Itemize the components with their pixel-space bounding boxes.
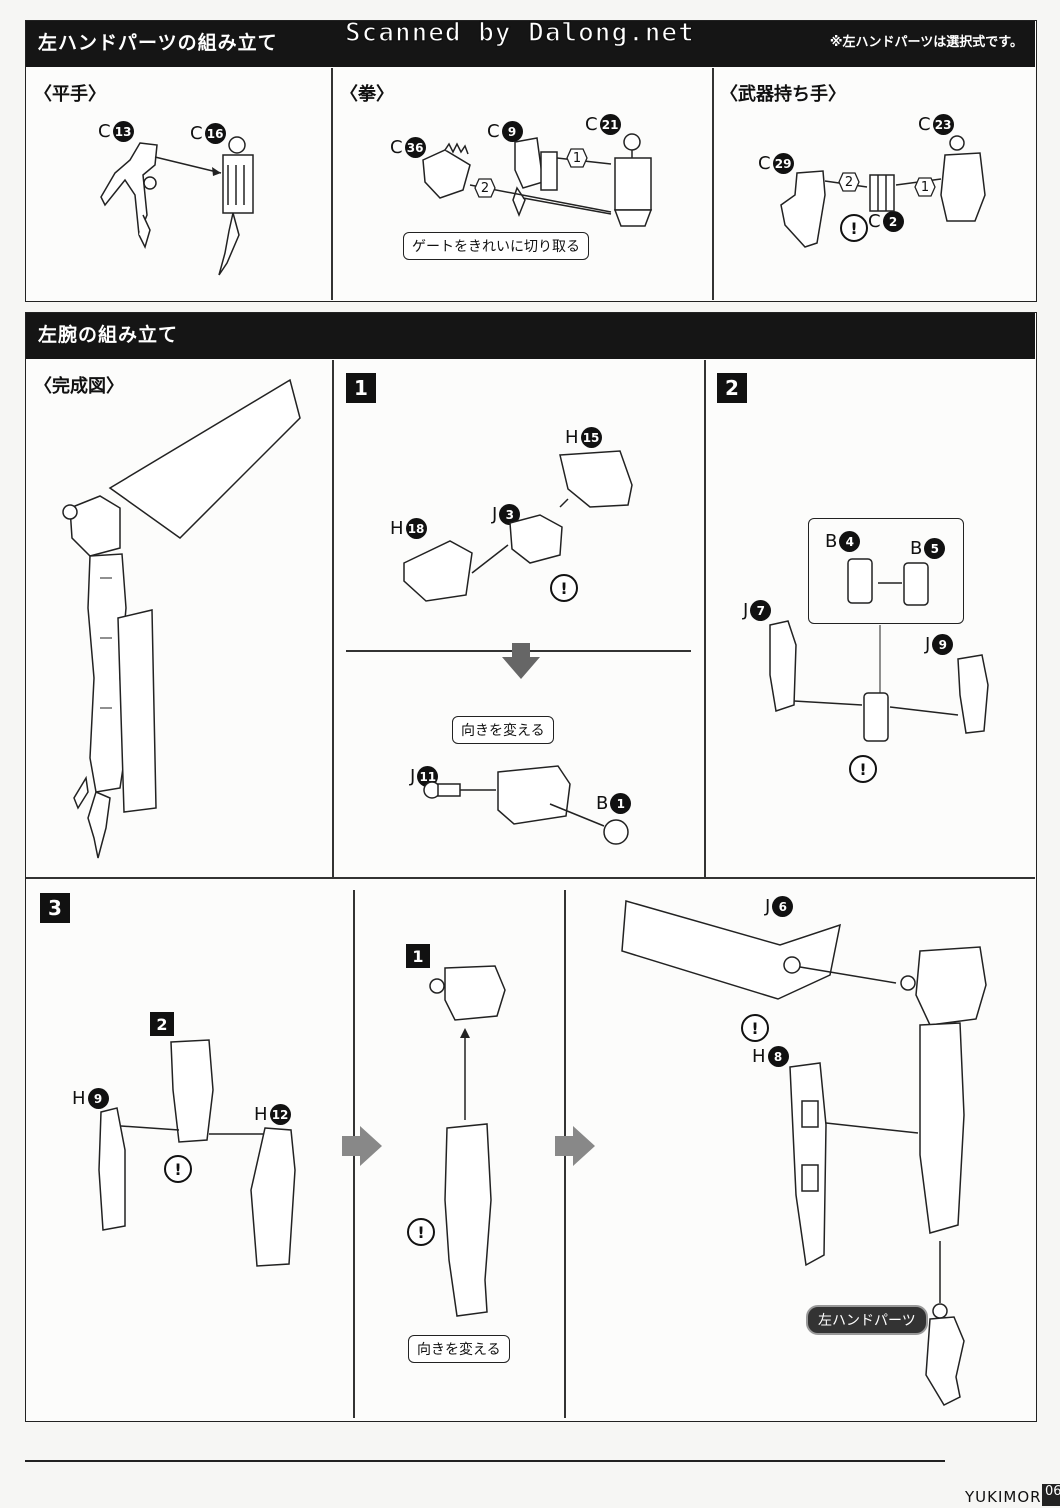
step-3-sub-2-badge: 2 [150, 1012, 174, 1036]
selectable-note: ※左ハンドパーツは選択式です。 [829, 35, 1023, 50]
step-3-next-arrow-1 [342, 1126, 382, 1166]
step-3-left-illustration [98, 1039, 296, 1267]
hand-divider-2 [712, 68, 714, 300]
step-1-down-arrow [502, 643, 540, 679]
step-3-middle-illustration [429, 965, 506, 1317]
flat-hand-illustration [100, 136, 254, 276]
step-2-caution-icon: ! [849, 755, 877, 783]
flat-hand-title: 〈平手〉 [34, 84, 106, 105]
arm-divider-a [332, 360, 334, 878]
step-3-sub-1-badge: 1 [406, 944, 430, 968]
step-1-bottom-illustration [423, 765, 629, 845]
step-1-caution-icon: ! [550, 574, 578, 602]
hand-divider-1 [331, 68, 333, 300]
complete-arm-illustration [62, 378, 301, 859]
step-1-top-illustration [403, 450, 633, 602]
step-3-left-caution-icon: ! [164, 1155, 192, 1183]
step-1-rotate-callout: 向きを変える [452, 716, 554, 744]
step-2-illustration [769, 558, 989, 742]
arm-divider-c [26, 877, 1035, 879]
arm-section-header: 左腕の組み立て [26, 313, 1035, 359]
caution-icon: ! [840, 214, 868, 242]
scan-watermark: Scanned by Dalong.net [344, 17, 695, 49]
order-badge-1: 1 [566, 148, 588, 168]
step-3-next-arrow-2 [555, 1126, 595, 1166]
step-3-badge: 3 [40, 893, 70, 923]
arm-section-title: 左腕の組み立て [38, 324, 179, 346]
step-3-right-illustration [621, 900, 987, 1406]
fist-hand-illustration [422, 133, 653, 227]
step-3-middle-caution-icon: ! [407, 1218, 435, 1246]
step-2-badge: 2 [717, 373, 747, 403]
footer-rule [25, 1460, 945, 1462]
arm-divider-b [704, 360, 706, 878]
order-badge-weapon-1: 1 [914, 177, 936, 197]
footer-brand: YUKIMORI [965, 1488, 1047, 1506]
cut-gate-callout: ゲートをきれいに切り取る [403, 232, 589, 260]
weapon-hand-illustration [780, 135, 986, 248]
step-3-rotate-callout: 向きを変える [408, 1335, 510, 1363]
weapon-hand-title: 〈武器持ち手〉 [720, 84, 846, 105]
left-hand-parts-tag: 左ハンドパーツ [806, 1305, 928, 1335]
hand-section-title: 左ハンドパーツの組み立て [38, 32, 278, 54]
step-2-detail-box [808, 518, 964, 624]
page-number: 06 [1042, 1484, 1060, 1506]
order-badge-weapon-2: 2 [838, 172, 860, 192]
order-badge-2: 2 [474, 178, 496, 198]
fist-hand-title: 〈拳〉 [340, 84, 394, 105]
hand-section-header: 左ハンドパーツの組み立て ※左ハンドパーツは選択式です。 [26, 21, 1035, 67]
step-1-badge: 1 [346, 373, 376, 403]
step-3-right-caution-icon: ! [741, 1014, 769, 1042]
complete-view-title: 〈完成図〉 [34, 376, 124, 397]
